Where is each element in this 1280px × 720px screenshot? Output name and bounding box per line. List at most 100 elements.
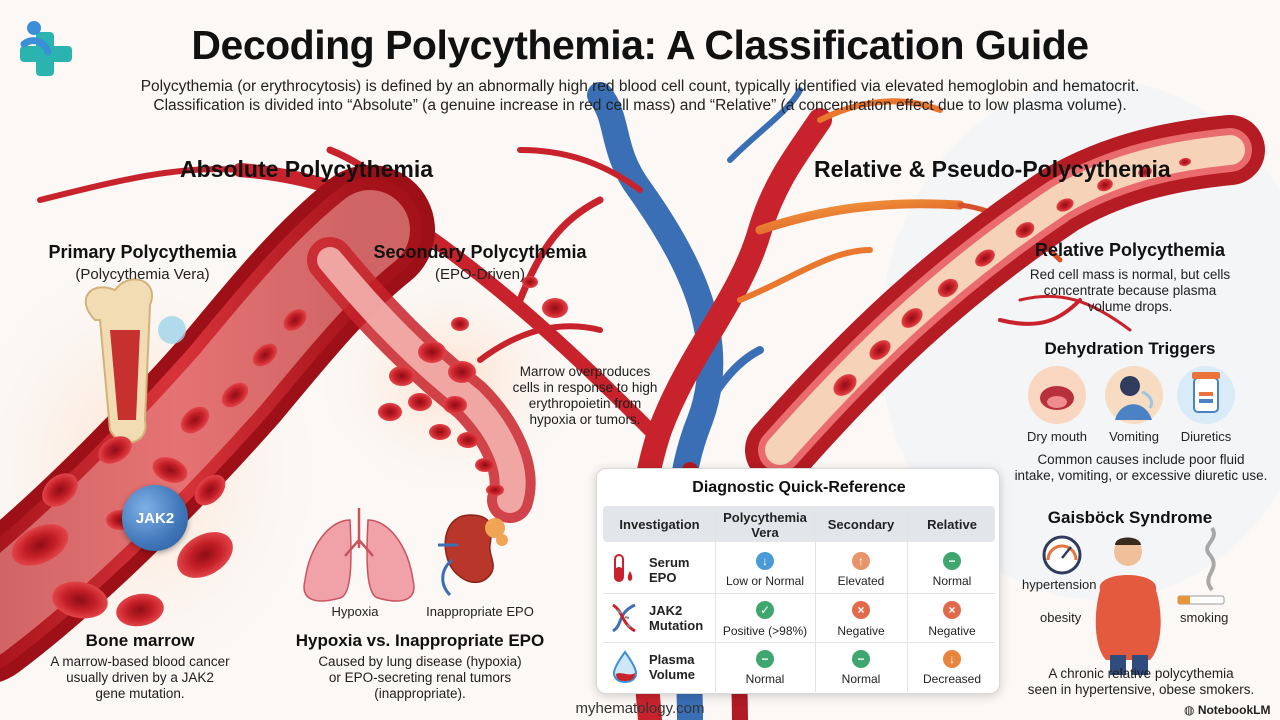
gaisbock-title: Gaisböck Syndrome: [1047, 508, 1213, 527]
cell-secondary-serum-epo: Elevated: [837, 574, 885, 588]
intro-text: Polycythemia (or erythrocytosis) is defi…: [110, 77, 1170, 115]
vomiting-icon: [1105, 366, 1163, 424]
table-title: Diagnostic Quick-Reference: [692, 479, 906, 496]
test-tube-icon: [614, 554, 633, 582]
minus-icon: −: [943, 552, 961, 570]
brand-notebooklm: ◍ NotebookLM: [1184, 703, 1270, 717]
secondary-note-line: Marrow overproduces: [519, 364, 651, 379]
smoking-label: smoking: [1180, 610, 1229, 625]
table-divider: [815, 506, 816, 692]
primary-caption-line: A marrow-based blood cancer: [50, 654, 230, 669]
dehydration-title: Dehydration Triggers: [1044, 339, 1216, 358]
cell-relative-serum-epo: Normal: [932, 574, 972, 588]
row-label-line: JAK2: [649, 603, 683, 618]
relative-text-line: volume drops.: [1087, 299, 1173, 314]
secondary-note-line: cells in response to high: [512, 380, 658, 395]
intro-line-2: Classification is divided into “Absolute…: [153, 97, 1127, 114]
row-label-plasma-volume: Plasma Volume: [649, 652, 695, 682]
relative-polycythemia-block: Relative Polycythemia Red cell mass is n…: [1020, 240, 1240, 315]
hypertension-label: hypertension: [1022, 577, 1097, 592]
cell-secondary-jak2: Negative: [837, 624, 885, 638]
vomiting-label: Vomiting: [1109, 429, 1159, 444]
secondary-caption-text: Caused by lung disease (hypoxia) or EPO-…: [290, 654, 550, 702]
hypoxia-label: Hypoxia: [331, 604, 379, 619]
row-label-jak2: JAK2 Mutation: [649, 603, 703, 633]
brand-label: NotebookLM: [1197, 703, 1271, 717]
obesity-label: obesity: [1040, 610, 1082, 625]
gauge-icon: [1042, 535, 1082, 575]
arrow-down-icon: ↓: [943, 650, 961, 668]
primary-caption-line: usually driven by a JAK2: [66, 670, 214, 685]
gaisbock-note: A chronic relative polycythemia seen in …: [1010, 666, 1272, 698]
secondary-caption-line: (inappropriate).: [374, 686, 466, 701]
primary-caption-title: Bone marrow: [85, 631, 195, 650]
relative-text-line: concentrate because plasma: [1043, 283, 1217, 298]
kidney-illustration: [438, 514, 508, 597]
obese-man-illustration: [1095, 537, 1161, 675]
diuretics-label: Diuretics: [1180, 429, 1232, 444]
header-secondary: Secondary: [827, 517, 895, 532]
secondary-subtitle: (EPO-Driven): [434, 266, 525, 283]
dehydration-note-line: Common causes include poor fluid: [1037, 452, 1245, 467]
relative-text-line: Red cell mass is normal, but cells: [1029, 267, 1231, 282]
gaisbock-note-line: seen in hypertensive, obese smokers.: [1027, 682, 1255, 697]
header-investigation: Investigation: [619, 517, 700, 532]
arrow-down-icon: ↓: [756, 552, 774, 570]
gaisbock-note-line: A chronic relative polycythemia: [1048, 666, 1234, 681]
row-label-line: Volume: [649, 667, 695, 682]
secondary-caption-line: or EPO-secreting renal tumors: [328, 670, 512, 685]
header-polycythemia-vera: Polycythemia Vera: [723, 510, 807, 540]
table-divider: [715, 506, 716, 692]
check-icon: ✓: [756, 601, 774, 619]
header-relative: Relative: [927, 517, 977, 532]
diuretics-icon: [1177, 366, 1235, 424]
dna-icon: [612, 603, 636, 633]
primary-block-title: Primary Polycythemia (Polycythemia Vera): [30, 242, 255, 283]
lungs-illustration: [303, 508, 415, 602]
cell-relative-plasma: Decreased: [922, 672, 982, 686]
x-icon: ×: [852, 601, 870, 619]
minus-icon: −: [852, 650, 870, 668]
notebooklm-icon: ◍: [1184, 703, 1198, 717]
secondary-caption-line: Caused by lung disease (hypoxia): [318, 654, 522, 669]
row-label-line: EPO: [649, 570, 677, 585]
primary-subtitle: (Polycythemia Vera): [75, 266, 210, 283]
relative-heading: Relative & Pseudo-Polycythemia: [814, 156, 1171, 182]
cell-relative-jak2: Negative: [928, 624, 976, 638]
droplet-icon: [612, 650, 638, 683]
brand-logo: [20, 21, 72, 76]
arrow-up-icon: ↑: [852, 552, 870, 570]
primary-caption: Bone marrow A marrow-based blood cancer …: [40, 631, 240, 702]
relative-polycythemia-title: Relative Polycythemia: [1034, 240, 1226, 260]
minus-icon: −: [756, 650, 774, 668]
footer-site: myhematology.com: [575, 700, 705, 717]
intro-line-1: Polycythemia (or erythrocytosis) is defi…: [140, 78, 1140, 95]
dry-mouth-icon: [1028, 366, 1086, 424]
secondary-note-line: hypoxia or tumors.: [529, 412, 641, 427]
cell-pv-jak2: Positive (>98%): [722, 624, 808, 638]
dry-mouth-label: Dry mouth: [1027, 429, 1087, 444]
secondary-note-line: erythropoietin from: [528, 396, 642, 411]
cigarette-icon: [1177, 526, 1225, 605]
row-label-serum-epo: Serum EPO: [649, 555, 689, 585]
secondary-block-title: Secondary Polycythemia (EPO-Driven): [360, 242, 600, 283]
jak2-badge: JAK2: [122, 485, 188, 551]
red-blood-cells: [11, 157, 1191, 627]
secondary-caption-title: Hypoxia vs. Inappropriate EPO: [295, 631, 545, 650]
inappropriate-epo-label: Inappropriate EPO: [426, 604, 534, 619]
page-title: Decoding Polycythemia: A Classification …: [191, 22, 1089, 68]
dehydration-note-line: intake, vomiting, or excessive diuretic …: [1014, 468, 1268, 483]
table-divider: [907, 506, 908, 692]
secondary-title: Secondary Polycythemia: [373, 242, 587, 262]
dehydration-note: Common causes include poor fluid intake,…: [1010, 452, 1272, 484]
row-label-line: Serum: [649, 555, 690, 570]
table-divider: [603, 642, 995, 643]
primary-caption-text: A marrow-based blood cancer usually driv…: [40, 654, 240, 702]
table-divider: [603, 593, 995, 594]
table-header-row: [603, 506, 995, 542]
primary-title: Primary Polycythemia: [48, 242, 237, 262]
secondary-note: Marrow overproduces cells in response to…: [505, 364, 665, 428]
row-label-line: Mutation: [649, 618, 704, 633]
cell-pv-plasma: Normal: [745, 672, 785, 686]
row-label-line: Plasma: [649, 652, 695, 667]
